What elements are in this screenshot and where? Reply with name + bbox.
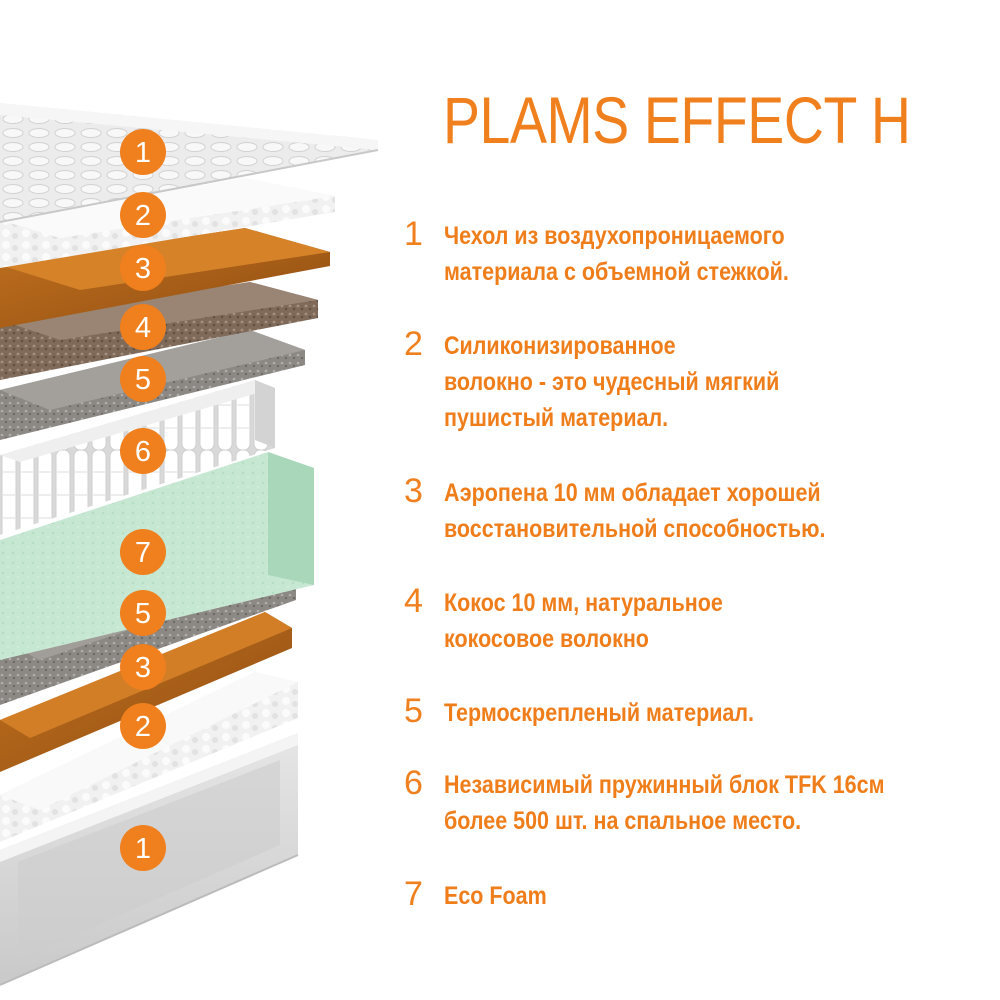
legend-item: 6 Независимый пружинный блок TFK 16см бо… <box>404 764 994 839</box>
legend-description: Термоскрепленый материал. <box>444 699 755 727</box>
legend-description: Кокос 10 мм, натуральное кокосовое волок… <box>444 589 723 653</box>
top-cover-layer <box>0 103 379 223</box>
legend-description: Чехол из воздухопроницаемого материала с… <box>444 222 789 286</box>
svg-text:5: 5 <box>135 598 151 630</box>
legend-number: 6 <box>404 764 423 802</box>
svg-text:1: 1 <box>135 137 151 169</box>
legend-number: 1 <box>404 215 423 253</box>
upper-fiber-layer <box>0 178 335 268</box>
legend-description: Силиконизированное волокно - это чудесны… <box>444 332 780 432</box>
svg-text:7: 7 <box>135 537 151 569</box>
legend-description: Eco Foam <box>444 882 547 910</box>
legend-description: Аэропена 10 мм обладает хорошей восстано… <box>444 479 826 543</box>
svg-text:3: 3 <box>135 253 151 285</box>
layer-badge: 7 <box>120 529 166 575</box>
product-title: PLAMS EFFECT H <box>443 83 911 157</box>
svg-text:4: 4 <box>135 312 151 344</box>
legend-number: 2 <box>404 325 423 363</box>
svg-text:3: 3 <box>135 652 151 684</box>
legend-item: 3 Аэропена 10 мм обладает хорошей восста… <box>404 472 994 547</box>
layer-badge: 5 <box>120 356 166 402</box>
legend-item: 4 Кокос 10 мм, натуральное кокосовое вол… <box>404 582 994 657</box>
legend-item: 1 Чехол из воздухопроницаемого материала… <box>404 215 994 290</box>
svg-text:2: 2 <box>135 711 151 743</box>
legend-number: 3 <box>404 472 423 510</box>
legend-item: 7 Eco Foam <box>404 875 994 914</box>
svg-text:1: 1 <box>135 833 151 865</box>
layer-badge: 1 <box>120 129 166 175</box>
layer-badge: 3 <box>120 245 166 291</box>
layer-badge: 2 <box>120 192 166 238</box>
legend-item: 2 Силиконизированное волокно - это чудес… <box>404 325 994 436</box>
legend-number: 5 <box>404 692 423 730</box>
layer-badges: 1 2 3 4 5 6 7 <box>120 129 166 871</box>
layer-badge: 1 <box>120 825 166 871</box>
mattress-layers-illustration: 1 2 3 4 5 6 7 <box>0 103 379 986</box>
svg-text:5: 5 <box>135 364 151 396</box>
layer-badge: 3 <box>120 644 166 690</box>
svg-text:6: 6 <box>135 436 151 468</box>
legend-number: 7 <box>404 875 423 913</box>
legend-item: 5 Термоскрепленый материал. <box>404 692 994 731</box>
svg-text:2: 2 <box>135 200 151 232</box>
layer-badge: 2 <box>120 703 166 749</box>
layer-badge: 4 <box>120 304 166 350</box>
layer-badge: 5 <box>120 590 166 636</box>
legend-number: 4 <box>404 582 423 620</box>
layer-badge: 6 <box>120 428 166 474</box>
legend-description: Независимый пружинный блок TFK 16см боле… <box>444 771 885 835</box>
